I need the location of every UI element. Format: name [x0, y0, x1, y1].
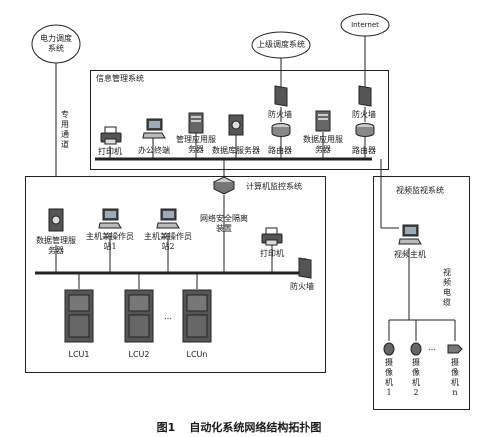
- firewall-b-label: 防火墙: [352, 110, 376, 119]
- video-host-icon: [398, 224, 422, 245]
- cameran-label: 摄像机n: [451, 358, 459, 397]
- lcu-cabinet-icon: [182, 289, 212, 343]
- router-a-label: 路由器: [268, 146, 292, 155]
- camera-icon: [383, 342, 395, 356]
- data-app-server-label: 数据应用服务器: [303, 135, 343, 154]
- printer-mid-label: 打印机: [260, 249, 284, 258]
- server-icon: [188, 112, 204, 134]
- mgmt-app-server-label: 管理应用服务器: [176, 135, 216, 154]
- database-server-icon: [48, 208, 64, 232]
- camera2-label: 摄像机2: [412, 358, 420, 397]
- printer-icon: [261, 227, 283, 246]
- firewall-c-label: 防火墙: [290, 282, 314, 291]
- figure-title: 自动化系统网络结构拓扑图: [189, 421, 322, 434]
- info-system-title: 信息管理系统: [96, 74, 144, 83]
- office-label: 办公终端: [138, 146, 170, 155]
- dedicated-channel-label: 专用通道: [61, 110, 69, 149]
- firewall-icon: [298, 257, 312, 279]
- router-icon: [271, 123, 291, 137]
- router-icon: [355, 123, 375, 137]
- upper-dispatch-label: 上级调度系统: [257, 40, 305, 49]
- office-terminal-icon: [142, 118, 166, 139]
- workstation-icon: [156, 208, 180, 229]
- video-system-title: 视频监视系统: [396, 186, 444, 195]
- db-server-top-label: 数据库服务器: [212, 146, 260, 155]
- video-cable-label: 视频电缆: [443, 268, 451, 307]
- isolation-device-icon: [212, 176, 236, 195]
- firewall-icon: [358, 85, 372, 107]
- printer-top-label: 打印机: [98, 147, 122, 156]
- camera-ellipsis: …: [428, 343, 436, 352]
- monitor-system-frame: [25, 176, 326, 373]
- printer-icon: [100, 126, 122, 145]
- camera-icon: [447, 344, 463, 354]
- lcun-label: LCUn: [186, 350, 208, 359]
- router-b-label: 路由器: [352, 146, 376, 155]
- server-icon: [315, 110, 331, 132]
- data-mgmt-server-label: 数据管理服务器: [36, 236, 76, 255]
- figure-caption: 图1 自动化系统网络结构拓扑图: [0, 419, 478, 435]
- firewall-icon: [274, 85, 288, 107]
- lcu-ellipsis: …: [164, 312, 172, 321]
- internet-label: Internet: [351, 21, 379, 29]
- workstation-icon: [98, 208, 122, 229]
- firewall-a-label: 防火墙: [268, 110, 292, 119]
- lcu-cabinet-icon: [64, 289, 94, 343]
- database-server-icon: [228, 114, 244, 136]
- power-dispatch-label: 电力调度系统: [40, 34, 72, 53]
- host-op2-label: 主机兼操作员站2: [144, 232, 192, 251]
- monitor-system-title: 计算机监控系统: [246, 182, 302, 191]
- net-isolation-label: 网络安全隔离装置: [200, 214, 248, 233]
- lcu2-label: LCU2: [128, 350, 150, 359]
- video-system-frame: [373, 176, 470, 410]
- info-system-frame: [90, 70, 389, 170]
- lcu1-label: LCU1: [68, 350, 90, 359]
- video-host-label: 视频主机: [394, 250, 426, 259]
- camera-icon: [410, 342, 422, 356]
- camera1-label: 摄像机1: [385, 358, 393, 397]
- lcu-cabinet-icon: [124, 289, 154, 343]
- host-op1-label: 主机兼操作员站1: [86, 232, 134, 251]
- figure-number: 图1: [156, 421, 176, 434]
